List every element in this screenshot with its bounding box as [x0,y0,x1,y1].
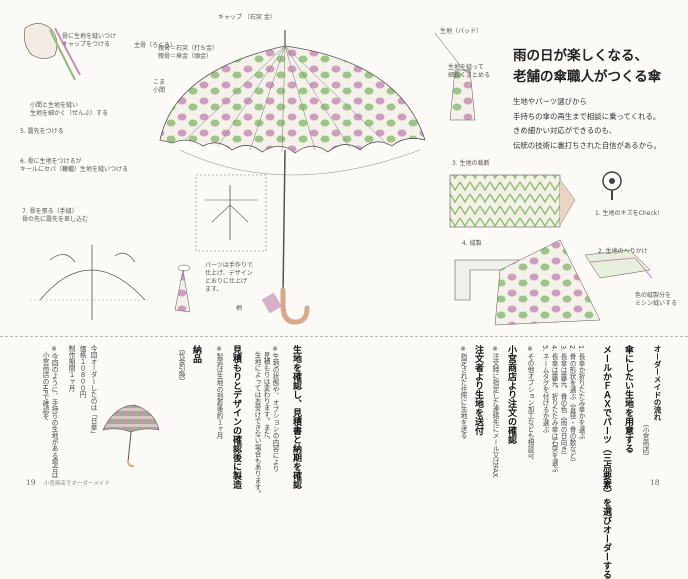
flow-step-4: 注文者より生地を送付 [473,345,483,435]
flow-step-3: 小宮商店より注文の確認 [506,345,516,444]
flow-step-6: 生地を確認し、見積書と納期を確認 [291,345,301,489]
label-stack-note: 色の縫製分を ミシン縫いする [635,292,678,307]
fabric-swatch [449,174,576,228]
label-fold-note: 生地を縫って 細長くまとめる [448,64,491,79]
page-number-right: 18 [650,478,660,487]
price-title: 今回オーダーしたのは「日傘」 [89,345,97,438]
flow-title-note: （小宮商店） [641,420,649,460]
label-step-1: 1. 生地のキズをCheck! [595,210,660,217]
frame-sketch [30,245,150,320]
umbrella-canopy [159,45,426,176]
flow-step-7-note: （代金引換） [177,345,185,385]
intro-line-3: きめ細かい対応ができるのも、 [513,126,617,135]
flow-step-2: メールかＦＡＸでパーツ（三点要素）を選びオーダーする [601,345,611,579]
flow-step-7: 納品 [191,345,201,363]
label-step-knob: 5. 露先をつける [20,128,64,135]
label-rib-top: 主骨（ろくろ） [134,42,177,49]
label-step-4: 4. 縫製 [462,240,482,247]
sewing-machine-sketch [454,239,601,326]
check-umbrella-illustration [102,404,160,468]
intro-line-2: 手持ちの傘の再生まで相談に乗ってくれる。 [513,111,661,121]
intro-line-1: 生地やパーツ選びから [513,97,587,106]
folded-umbrella-sketch [174,264,191,313]
flow-step-6-note: ※生地の状態や、オプションの内容により 見積もりは変わります。また、 生地によっ… [253,345,279,497]
intro-line-4: 伝統の技術に裏打ちされた自信があるから。 [513,140,661,150]
flow-step-5-note: ※製造は生地の到着後約１ヶ月 [215,345,223,439]
footer-left: 小宮商店でオーダーメイド [44,481,110,487]
label-fabric: 生地（パッド） [440,28,483,35]
label-handle: 柄 [236,305,243,312]
label-ribs-spec: 親骨＝石突（打ち金） 親骨＝捧金（頭金） [158,45,219,60]
aside-note: ※今回のように、手持ちの生地がある場合は 小宮商店のHPで確認を [41,345,58,479]
label-step-3: 3. 生地の裁断 [452,160,490,167]
label-step-cap: 6. 骨に生地をつけるが キールにセパ（轆轤）生地を縫いつける [20,158,129,173]
production-period: 制作期間１ヶ月 [67,345,75,392]
flow-step-3-note: ※注文時に指定した連絡先にメール又はFAX [491,345,499,478]
parts-diagram [205,185,258,240]
parts-diagram-box [195,174,267,252]
label-cap: キャップ （石突 金） [218,14,276,21]
label-step-sew: 小間と生地を縫い 生地を細かく（ぜんぶ）する [30,102,109,117]
hand-sewing-sketch [24,23,81,81]
section-divider [0,336,688,337]
price-value: 価格１０８００円 [78,345,86,398]
headline: 雨の日が楽しくなる、 老舗の傘職人がつくる傘 [513,46,678,88]
page-number-left: 19 [26,478,36,487]
intro-text: 生地やパーツ選びから 手持ちの傘の再生まで相談に乗ってくれる。 きめ細かい対応が… [513,95,683,153]
label-step-frame: 7. 骨を張る（手縫） 骨の先に露先を差し込む [22,208,89,223]
headline-line-1: 雨の日が楽しくなる、 [513,48,648,64]
umbrella-illustration [24,23,653,326]
flow-step-4-note: ※指定された住所に生地を送る [459,345,467,439]
label-ring-note: パーツは手作りで 仕上げ、デザイン どおりに仕上げ ます。 [205,262,253,293]
magazine-spread: キャップ （石突 金） 生地（パッド） 主骨（ろくろ） 親骨＝石突（打ち金） 親… [0,14,688,579]
flow-step-5: 見積もりとデザインの確認後に製造 [231,345,241,489]
label-step-pin: 骨に生地を縫いつけ キャップをつける [62,33,117,48]
bundled-fabric-sketch [434,32,476,121]
label-step-2: 2. 生地のへりかけ [598,248,648,255]
headline-line-2: 老舗の傘職人がつくる傘 [513,69,662,85]
flow-step-1: 傘にしたい生地を用意する [623,345,633,453]
label-tip: こま 小間 [153,79,166,94]
flow-title: オーダーメイドの流れ [653,345,662,421]
flow-step-2-note: ※その他オプション加工なども相談可 [526,345,534,459]
flow-step-2-items: 1. 長傘か折りたたみ傘かを選ぶ 2. 骨の形状を選ぶ（直径・骨の数など） 3.… [541,345,585,473]
magnifier-icon [602,171,622,200]
umbrella-shaft [261,30,310,325]
stacked-fabric-sketch [584,249,653,279]
